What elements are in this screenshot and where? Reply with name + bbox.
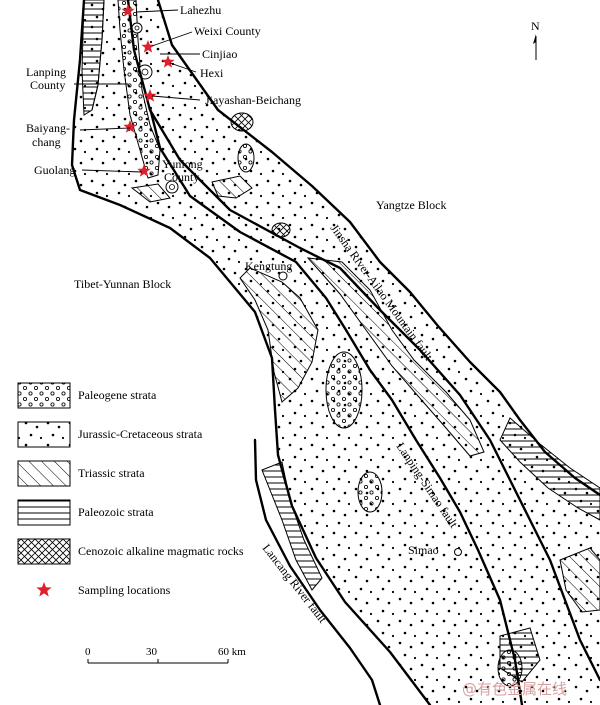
svg-text:Cenozoic alkaline magmatic roc: Cenozoic alkaline magmatic rocks (78, 544, 244, 558)
legend-star-shape (36, 582, 52, 597)
scale-bar: 0 30 60 km (85, 646, 246, 664)
scale-tick-0: 0 (85, 646, 91, 658)
label-lanping-2: County (30, 78, 65, 92)
legend-item-paleozoic: Paleozoic strata (17, 499, 154, 526)
sampling-star-baiyangchang (123, 120, 137, 133)
label-yangtze-block: Yangtze Block (376, 198, 446, 212)
svg-text:Paleogene strata: Paleogene strata (78, 388, 157, 402)
paleogene-strip (117, 0, 161, 179)
west-paleozoic-margin (91, 0, 105, 111)
sampling-star-jiayashan-beichang (143, 89, 157, 102)
magmatic-body-1 (230, 112, 254, 132)
label-hexi: Hexi (200, 66, 224, 80)
legend-item-jurassic-cretaceous: Jurassic-Cretaceous strata (17, 421, 203, 448)
label-baiyang-2: chang (32, 135, 61, 149)
svg-text:Triassic strata: Triassic strata (78, 466, 145, 480)
geological-units (72, 0, 600, 705)
north-arrow: N (531, 19, 540, 60)
label-weixi: Weixi County (194, 24, 261, 38)
magmatic-ring-3 (165, 180, 179, 194)
paleogene-lens-1 (325, 351, 363, 429)
label-yunlong-2: County (164, 170, 199, 184)
fault-lines (70, 0, 600, 705)
legend-item-cenozoic-magmatic: Cenozoic alkaline magmatic rocks (17, 538, 244, 565)
label-yunlong-1: Yunlong (162, 157, 203, 171)
lancang-river-fault (253, 438, 382, 705)
label-lahezhu: Lahezhu (180, 3, 221, 17)
triassic-south-east (559, 547, 600, 613)
label-cinjiao: Cinjiao (202, 47, 237, 61)
svg-text:Sampling locations: Sampling locations (78, 583, 171, 597)
west-boundary (70, 0, 432, 705)
scale-tick-60: 60 km (218, 646, 246, 658)
jinsha-ailao-fault (126, 0, 600, 682)
svg-text:Jurassic-Cretaceous strata: Jurassic-Cretaceous strata (78, 427, 203, 441)
label-baiyang-1: Baiyang- (26, 121, 70, 135)
triassic-small-1 (211, 175, 253, 199)
magmatic-ring-5 (454, 548, 462, 556)
legend-item-sampling: Sampling locations (36, 582, 171, 597)
legend-item-triassic: Triassic strata (17, 460, 145, 487)
watermark: @有色金属在线 (462, 680, 567, 698)
lanping-simao-fault (148, 106, 524, 705)
jurassic-cretaceous-belt (72, 0, 600, 705)
paleogene-lens-2 (357, 471, 383, 513)
red-star-icon (36, 582, 52, 597)
sampling-star-hexi (161, 55, 175, 68)
sampling-star-lahezhu (121, 4, 135, 17)
label-kengtung: Kengtung (245, 259, 292, 273)
triassic-west-belt (239, 267, 319, 403)
label-jiayashan: Jiayashan-Beichang (205, 93, 301, 107)
sampling-star-weixi-cinjiao (141, 40, 155, 53)
label-guolang: Guolang (34, 163, 75, 177)
scale-tick-30: 30 (146, 646, 158, 658)
sampling-star-guolang (137, 164, 151, 177)
magmatic-ring-2 (131, 22, 143, 34)
paleogene-lens-4 (497, 649, 523, 687)
paleozoic-east-strip (499, 417, 600, 521)
triassic-east-strip (306, 257, 485, 457)
paleogene-lens-3 (237, 143, 255, 173)
east-boundary (156, 0, 600, 497)
legend-item-paleogene: Paleogene strata (17, 382, 157, 409)
label-lanping-1: Lanping (26, 65, 66, 79)
legend: Paleogene strata Jurassic-Cretaceous str… (17, 382, 244, 597)
north-label: N (531, 19, 540, 33)
label-tibet-yunnan-block: Tibet-Yunnan Block (74, 277, 171, 291)
triassic-yunlong (130, 183, 171, 203)
label-simao: Simao (408, 543, 439, 557)
sampling-stars (121, 4, 175, 177)
north-arrow-icon (533, 34, 536, 44)
svg-text:Paleozoic strata: Paleozoic strata (78, 505, 154, 519)
magmatic-ring-4 (278, 271, 288, 281)
leader-lines (74, 9, 201, 173)
